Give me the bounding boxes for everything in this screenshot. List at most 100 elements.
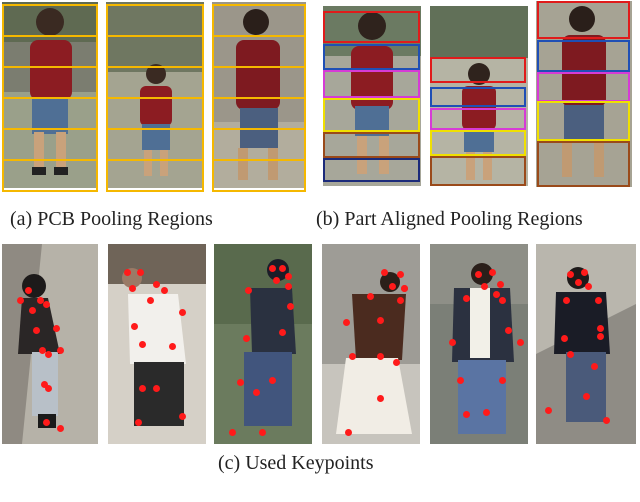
keypoint-3-12 [258,428,266,436]
keypoint-5-2 [488,268,496,276]
keypoint-4-1 [380,268,388,276]
part-region-1-4 [323,98,420,132]
person-image [2,244,98,444]
keypoint-3-8 [278,328,286,336]
part-region-3-5 [537,141,630,187]
person-image [212,2,306,188]
part-region-1-5 [323,132,420,158]
keypoint-2-14 [178,412,186,420]
keypoint-3-6 [284,282,292,290]
part-region-1-1 [323,11,420,43]
keypoint-5-7 [448,338,456,346]
keypoint-2-12 [152,384,160,392]
caption-c: (c) Used Keypoints [218,452,374,474]
keypoint-panel-1 [2,244,98,444]
keypoint-4-7 [342,318,350,326]
keypoint-6-6 [594,296,602,304]
pcb-region-2-2 [106,35,204,68]
part-region-3-1 [537,1,630,39]
keypoint-6-3 [574,278,582,286]
keypoint-1-6 [32,326,40,334]
keypoint-6-5 [562,296,570,304]
keypoint-5-12 [482,408,490,416]
keypoint-5-4 [496,280,504,288]
keypoint-6-4 [584,282,592,290]
part-region-2-5 [430,156,526,186]
pcb-region-1-4 [2,97,98,130]
pcb-region-1-1 [2,4,98,37]
keypoint-5-6 [498,296,506,304]
keypoint-2-13 [134,418,142,426]
part-region-3-3 [537,72,630,102]
keypoint-4-14 [400,284,408,292]
part-region-1-2 [323,44,420,70]
keypoint-1-3 [36,296,44,304]
pcb-region-1-6 [2,159,98,192]
keypoint-4-12 [376,394,384,402]
keypoint-panel-4 [322,244,420,444]
pcb-region-1-2 [2,35,98,68]
keypoint-panel-2 [108,244,206,444]
keypoint-1-5 [42,300,50,308]
pcb-region-3-4 [212,97,306,130]
caption-a: (a) PCB Pooling Regions [10,208,213,230]
keypoint-3-1 [268,264,276,272]
keypoint-6-9 [566,350,574,358]
person-image [322,244,420,444]
pcb-region-2-1 [106,4,204,37]
person-image [536,1,632,187]
keypoint-1-13 [42,418,50,426]
keypoint-2-10 [168,342,176,350]
pcb-panel-1 [2,2,98,188]
keypoint-4-5 [366,292,374,300]
keypoint-1-1 [24,286,32,294]
keypoint-2-6 [160,286,168,294]
pcb-region-3-2 [212,35,306,68]
keypoint-5-3 [480,282,488,290]
keypoint-6-7 [560,334,568,342]
keypoint-1-4 [28,306,36,314]
keypoint-2-7 [130,322,138,330]
pcb-region-2-5 [106,128,204,161]
pcb-region-2-3 [106,66,204,99]
keypoint-5-14 [492,290,500,298]
keypoint-5-13 [516,338,524,346]
keypoint-1-9 [56,346,64,354]
keypoint-5-11 [462,410,470,418]
person-image [536,244,636,444]
pcb-region-3-3 [212,66,306,99]
keypoint-5-8 [504,326,512,334]
part-region-3-4 [537,101,630,141]
pcb-panel-3 [212,2,306,188]
keypoint-3-2 [278,264,286,272]
keypoint-1-14 [56,424,64,432]
keypoint-1-7 [52,324,60,332]
pcb-region-1-5 [2,128,98,161]
keypoint-5-9 [456,376,464,384]
part-region-3-2 [537,40,630,72]
keypoint-3-5 [244,286,252,294]
keypoint-1-11 [40,380,48,388]
keypoint-3-13 [252,388,260,396]
keypoint-4-3 [388,282,396,290]
keypoint-panel-3 [214,244,312,444]
pcb-region-1-3 [2,66,98,99]
keypoint-6-11 [582,392,590,400]
part-region-2-2 [430,87,526,107]
part-region-2-3 [430,108,526,130]
keypoint-4-2 [396,270,404,278]
keypoint-3-11 [228,428,236,436]
part-panel-3 [536,1,632,187]
person-image [106,2,204,188]
keypoint-1-12 [44,384,52,392]
keypoint-6-2 [580,268,588,276]
keypoint-5-1 [474,270,482,278]
keypoint-6-13 [602,416,610,424]
pcb-region-3-5 [212,128,306,161]
keypoint-2-9 [138,340,146,348]
keypoint-1-2 [16,296,24,304]
part-region-2-1 [430,57,526,83]
keypoint-2-5 [146,296,154,304]
keypoint-3-9 [236,378,244,386]
pcb-region-2-6 [106,159,204,192]
